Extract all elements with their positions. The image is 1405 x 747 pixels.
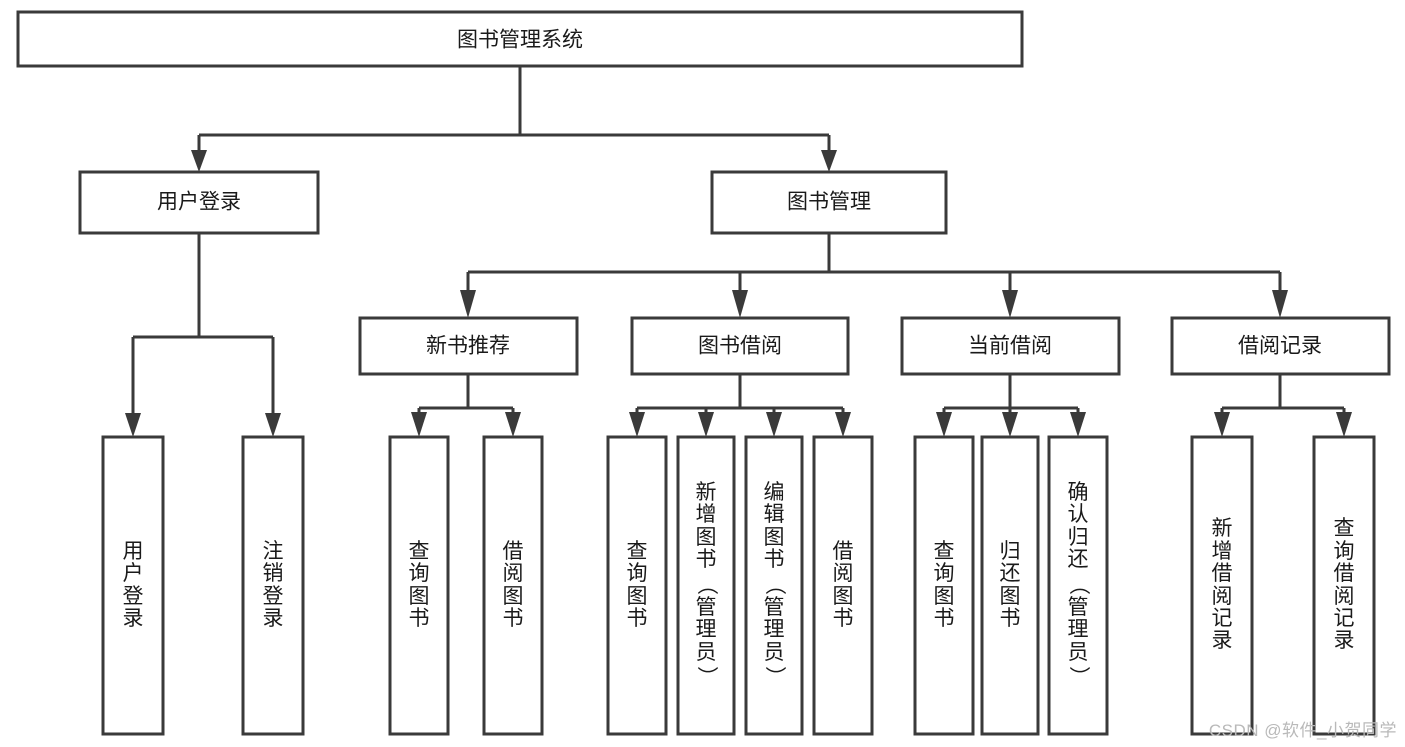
arrowhead-currentborrow-leaf-2 <box>1002 412 1018 437</box>
leaf-borrowrecord-add-record[interactable] <box>1190 435 1254 736</box>
node-root[interactable] <box>16 10 1024 68</box>
csdn-watermark: CSDN @软件_小贺同学 <box>1208 721 1397 740</box>
node-borrow-record-label: 借阅记录 <box>1238 335 1322 358</box>
leaf-bookborrow-borrow-book[interactable] <box>812 435 874 736</box>
leaf-currentborrow-query-book[interactable] <box>913 435 975 736</box>
arrowhead-currentborrow-leaf-1 <box>936 412 952 437</box>
leaf-logout-login[interactable] <box>241 435 305 736</box>
arrowhead-leaf-user-login <box>125 413 141 437</box>
connector-layer <box>125 66 1352 437</box>
leaf-newbook-query-book[interactable] <box>388 435 450 736</box>
leaf-currentborrow-return-book[interactable] <box>980 435 1040 736</box>
arrowhead-currentborrow-leaf-3 <box>1070 412 1086 437</box>
arrowhead-newbook-leaf-2 <box>505 412 521 437</box>
node-new-book-recommend[interactable] <box>358 316 579 376</box>
arrowhead-newbook-leaf-1 <box>411 412 427 437</box>
arrowhead-bookborrow-leaf-4 <box>835 412 851 437</box>
arrowhead-borrowrecord-leaf-1 <box>1214 412 1230 437</box>
arrowhead-book-mgmt <box>821 150 837 172</box>
arrowhead-book-borrow <box>732 290 748 318</box>
leaf-newbook-borrow-book[interactable] <box>482 435 544 736</box>
arrowhead-bookborrow-leaf-3 <box>766 412 782 437</box>
label-layer: 图书管理系统 用户登录 图书管理 新书推荐 图书借阅 当前借阅 借阅记录 <box>157 29 1322 358</box>
leaf-bookborrow-query-book[interactable] <box>606 435 668 736</box>
leaf-currentborrow-confirm-return[interactable] <box>1047 435 1109 736</box>
node-book-management[interactable] <box>710 170 948 235</box>
arrowhead-borrowrecord-leaf-2 <box>1336 412 1352 437</box>
arrowhead-current-borrow <box>1002 290 1018 318</box>
node-current-borrow[interactable] <box>900 316 1121 376</box>
arrowhead-bookborrow-leaf-1 <box>629 412 645 437</box>
node-book-borrow[interactable] <box>630 316 850 376</box>
arrowhead-leaf-logout <box>265 413 281 437</box>
arrowhead-new-book <box>460 290 476 318</box>
node-root-label: 图书管理系统 <box>457 29 583 52</box>
arrowhead-borrow-record <box>1272 290 1288 318</box>
node-user-login[interactable] <box>78 170 320 235</box>
node-current-borrow-label: 当前借阅 <box>968 335 1052 358</box>
node-user-login-label: 用户登录 <box>157 191 241 214</box>
node-book-management-label: 图书管理 <box>787 191 871 214</box>
leaf-bookborrow-add-book[interactable] <box>676 435 736 736</box>
node-new-book-recommend-label: 新书推荐 <box>426 335 510 358</box>
leaf-bookborrow-edit-book[interactable] <box>744 435 804 736</box>
arrowhead-bookborrow-leaf-2 <box>698 412 714 437</box>
arrowhead-user-login <box>191 150 207 172</box>
leaf-borrowrecord-query-record[interactable] <box>1312 435 1376 736</box>
node-layer <box>16 10 1391 736</box>
node-borrow-record[interactable] <box>1170 316 1391 376</box>
leaf-user-login[interactable] <box>101 435 165 736</box>
node-book-borrow-label: 图书借阅 <box>698 335 782 358</box>
